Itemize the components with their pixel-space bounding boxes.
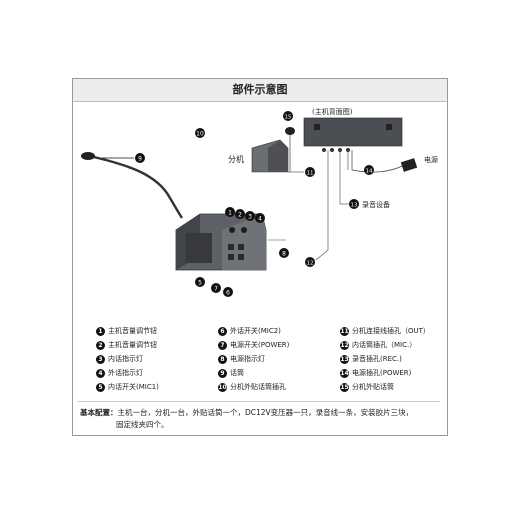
callout-3: 3: [245, 211, 255, 221]
svg-text:4: 4: [258, 216, 262, 223]
power-label: 电源: [424, 155, 438, 164]
config-line1: 主机一台，分机一台，外贴话筒一个，DC12V变压器一只，录音线一条，安装胶片三块…: [117, 408, 414, 417]
svg-text:2: 2: [238, 212, 242, 219]
callout-13: 13: [349, 199, 359, 209]
svg-text:7: 7: [214, 286, 218, 293]
power-adapter: [400, 158, 418, 172]
callout-10: 10: [195, 128, 205, 138]
parts-diagram: 分机 (主机背面图) 电源 录音设备 9 10 15 11 14 13 12 1…: [81, 107, 438, 297]
svg-text:5: 5: [198, 280, 202, 287]
callout-1: 1: [225, 207, 235, 217]
svg-text:10: 10: [196, 131, 204, 138]
callout-7: 7: [211, 283, 221, 293]
callout-9: 9: [135, 153, 145, 163]
recorder-label: 录音设备: [362, 200, 390, 209]
svg-text:9: 9: [138, 156, 142, 163]
callout-14: 14: [364, 165, 374, 175]
config-label: 基本配置：: [80, 408, 118, 417]
svg-text:3: 3: [248, 214, 252, 221]
callout-8: 8: [279, 248, 289, 258]
svg-text:15: 15: [285, 115, 292, 121]
svg-text:14: 14: [366, 169, 373, 175]
callout-12: 12: [305, 257, 315, 267]
divider: [78, 401, 440, 402]
config-line2: 固定线夹四个。: [116, 420, 169, 429]
callout-5: 5: [195, 277, 205, 287]
svg-text:11: 11: [307, 171, 314, 177]
microphone-head: [81, 152, 95, 160]
callout-6: 6: [223, 287, 233, 297]
svg-text:6: 6: [226, 290, 230, 297]
microphone-gooseneck: [89, 154, 183, 219]
svg-text:12: 12: [307, 261, 314, 267]
slave-label: 分机: [228, 154, 244, 164]
callout-11: 11: [305, 167, 315, 177]
callout-4: 4: [255, 213, 265, 223]
callout-15: 15: [283, 111, 293, 121]
external-mic: [285, 127, 295, 135]
rear-panel: [303, 117, 403, 147]
svg-text:1: 1: [228, 210, 232, 217]
callout-2: 2: [235, 209, 245, 219]
svg-text:8: 8: [282, 251, 286, 258]
svg-text:13: 13: [351, 203, 358, 209]
rear-view-label: (主机背面图): [312, 107, 353, 116]
diagram-title: 部件示意图: [73, 79, 447, 102]
basic-config: 基本配置：主机一台，分机一台，外贴话筒一个，DC12V变压器一只，录音线一条，安…: [80, 407, 440, 431]
